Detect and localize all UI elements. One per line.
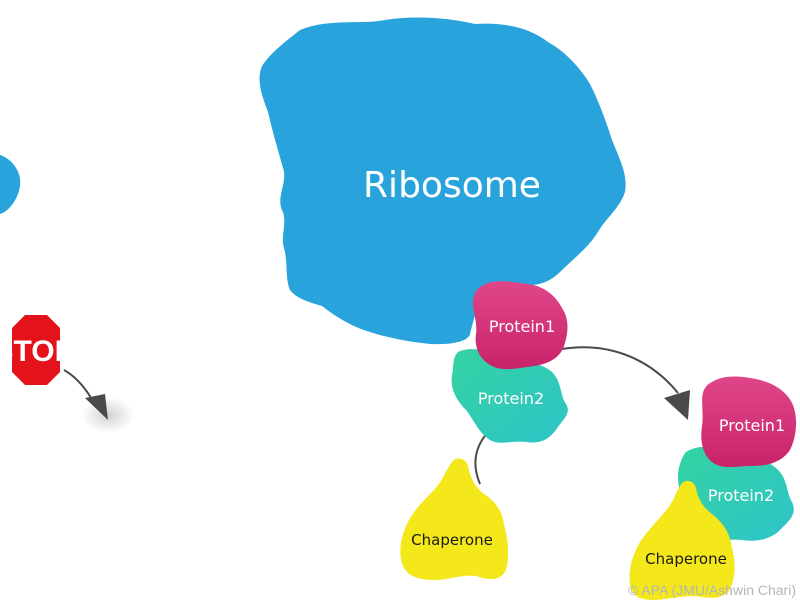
chaperone-free: Chaperone	[400, 458, 509, 580]
chaperone-bound-shape	[629, 480, 735, 600]
release-arrow	[561, 346, 690, 420]
blocked-arrow-head	[85, 394, 108, 420]
release-arrow-head	[664, 390, 690, 420]
chaperone-bound-label: Chaperone	[645, 550, 727, 568]
protein2-nascent: Protein2	[451, 349, 568, 443]
chaperone-connector	[474, 431, 489, 485]
protein1-nascent: Protein1	[472, 281, 568, 370]
chaperone-bound: Chaperone	[629, 480, 735, 600]
ribosome-shape	[259, 17, 626, 345]
protein1-folded-label: Protein1	[719, 416, 785, 435]
release-arrow-path	[561, 346, 679, 394]
ribosome: Ribosome	[259, 17, 626, 345]
protein1-folded: Protein1	[701, 376, 797, 467]
image-credit: © APA (JMU/Ashwin Chari)	[628, 582, 796, 598]
protein1-nascent-shape	[472, 281, 568, 370]
ribosome-label: Ribosome	[363, 165, 541, 206]
protein1-folded-shape	[701, 376, 797, 467]
stop-sign: STOP	[0, 311, 75, 389]
chaperone-free-shape	[400, 458, 509, 580]
stop-sign-label: STOP	[0, 335, 75, 368]
protein1-nascent-label: Protein1	[489, 317, 555, 336]
chaperone-free-label: Chaperone	[411, 531, 493, 549]
protein2-nascent-shape	[451, 349, 568, 443]
ribosome-partial-left	[0, 155, 21, 214]
protein2-nascent-label: Protein2	[478, 389, 544, 408]
protein2-folded-label: Protein2	[708, 486, 774, 505]
blocked-arrow	[63, 369, 134, 433]
